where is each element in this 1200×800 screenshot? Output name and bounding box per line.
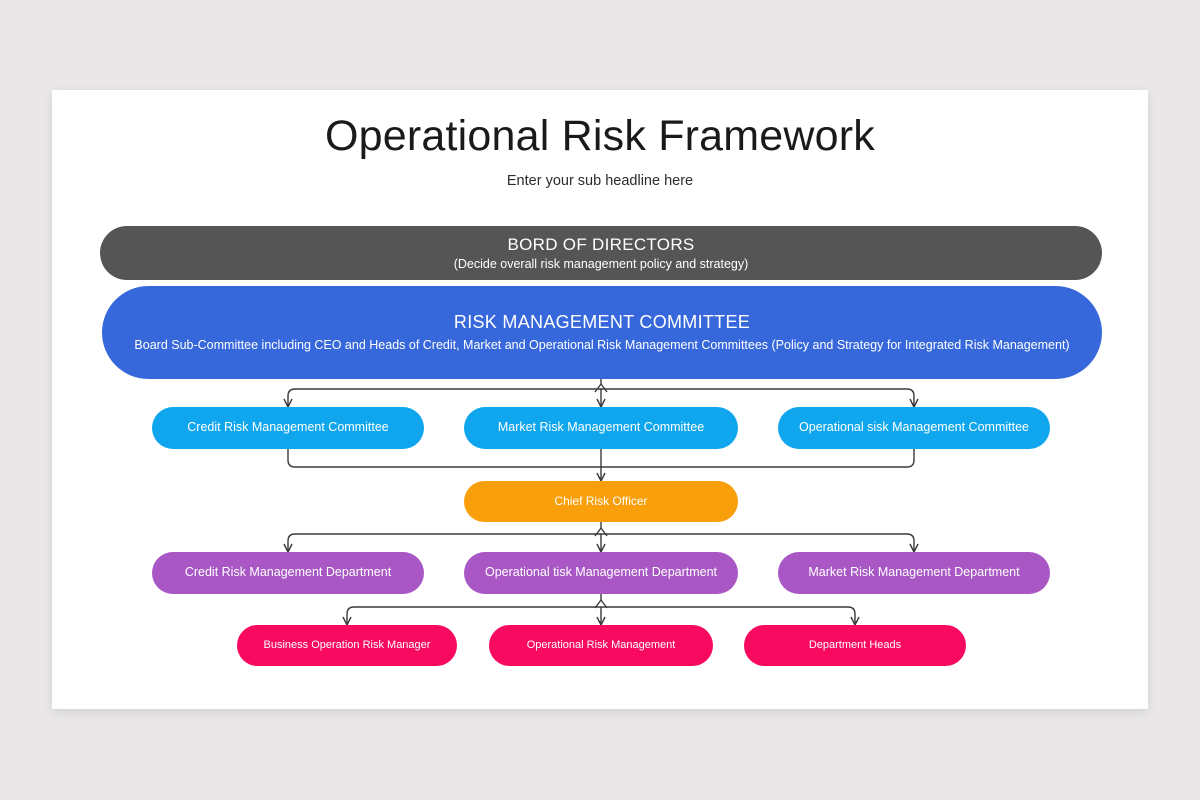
node-subtitle: Board Sub-Committee including CEO and He… (134, 338, 1070, 353)
connector-officer-to-departments (283, 522, 919, 553)
node-title: Credit Risk Management Department (184, 565, 392, 580)
node-title: Operational tisk Management Department (484, 565, 718, 580)
page-title: Operational Risk Framework (324, 112, 876, 160)
connector-departments-to-roles (342, 594, 860, 626)
row-departments: Credit Risk Management Department Operat… (52, 552, 1148, 594)
node-title: Chief Risk Officer (554, 494, 648, 508)
node-department-heads[interactable]: Department Heads (744, 625, 966, 666)
node-title: Market Risk Management Department (808, 565, 1020, 580)
slide-canvas: Operational Risk Framework Enter your su… (52, 90, 1148, 709)
node-title: BORD OF DIRECTORS (507, 234, 695, 254)
node-operational-risk-management[interactable]: Operational Risk Management (489, 625, 713, 666)
node-credit-risk-management-department[interactable]: Credit Risk Management Department (152, 552, 424, 594)
node-risk-management-committee[interactable]: RISK MANAGEMENT COMMITTEE Board Sub-Comm… (102, 286, 1102, 379)
node-title: Operational Risk Management (526, 638, 676, 651)
node-market-risk-management-committee[interactable]: Market Risk Management Committee (464, 407, 738, 449)
row-roles: Business Operation Risk Manager Operatio… (52, 625, 1148, 666)
node-credit-risk-management-committee[interactable]: Credit Risk Management Committee (152, 407, 424, 449)
node-title: Department Heads (808, 638, 902, 651)
node-subtitle: (Decide overall risk management policy a… (453, 256, 749, 271)
row-sub-committees: Credit Risk Management Committee Market … (52, 407, 1148, 449)
node-operational-risk-management-committee[interactable]: Operational sisk Management Committee (778, 407, 1050, 449)
connector-subcommittees-to-officer (287, 449, 915, 482)
page-subtitle: Enter your sub headline here (506, 173, 694, 189)
connector-committee-to-subcommittees (283, 379, 919, 408)
node-market-risk-management-department[interactable]: Market Risk Management Department (778, 552, 1050, 594)
node-operational-risk-management-department[interactable]: Operational tisk Management Department (464, 552, 738, 594)
node-title: Business Operation Risk Manager (263, 638, 431, 651)
node-board-of-directors[interactable]: BORD OF DIRECTORS (Decide overall risk m… (100, 226, 1102, 280)
node-business-operation-risk-manager[interactable]: Business Operation Risk Manager (237, 625, 457, 666)
node-title: Credit Risk Management Committee (187, 420, 389, 435)
node-title: Market Risk Management Committee (497, 420, 705, 435)
node-title: RISK MANAGEMENT COMMITTEE (453, 311, 751, 332)
node-title: Operational sisk Management Committee (799, 420, 1029, 435)
node-chief-risk-officer[interactable]: Chief Risk Officer (464, 481, 738, 522)
